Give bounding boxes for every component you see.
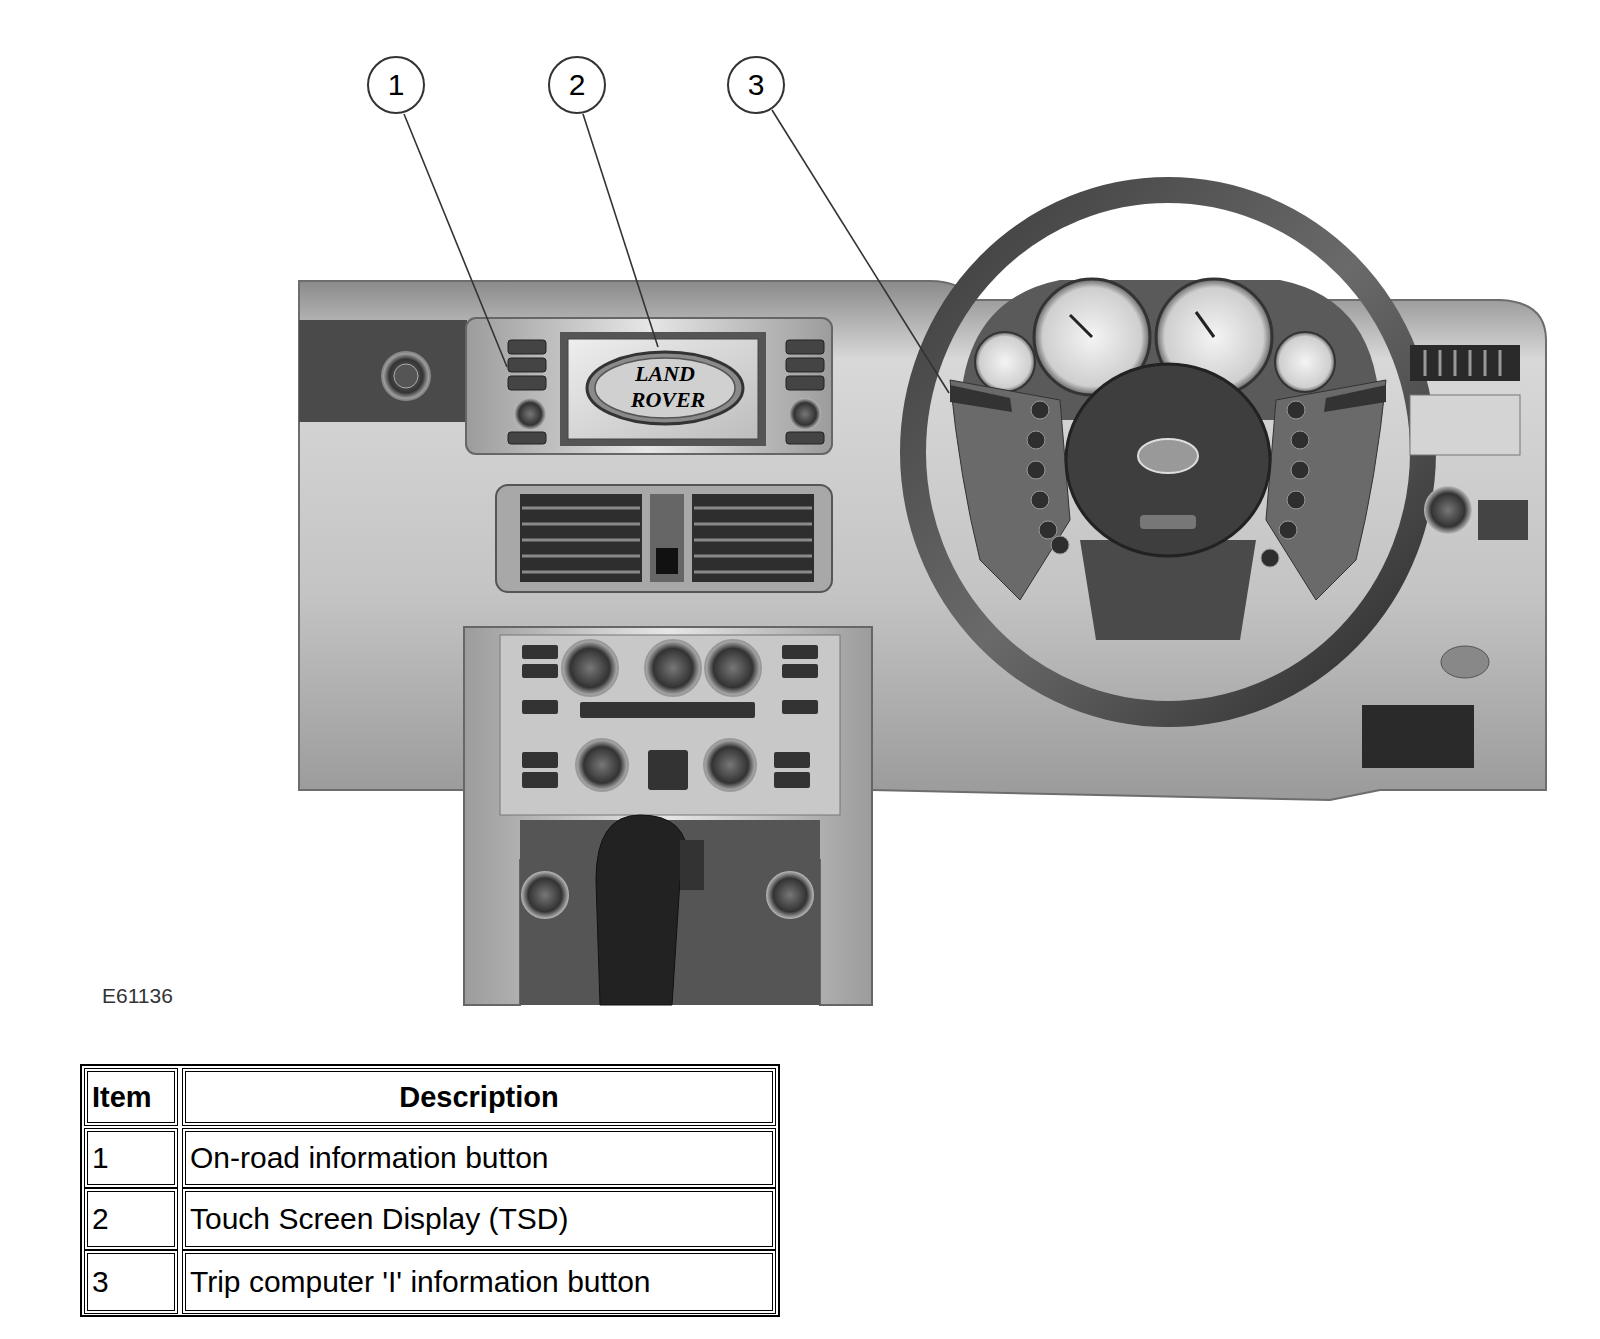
- table-cell: 2: [92, 1202, 109, 1236]
- table-cell-box: Description: [182, 1068, 776, 1126]
- table-cell-box: 2: [84, 1188, 178, 1250]
- table-header: Item: [92, 1081, 152, 1114]
- table-cell: 3: [92, 1265, 109, 1299]
- table-cell-box: On-road information button: [182, 1128, 776, 1188]
- table-cell: Touch Screen Display (TSD): [190, 1202, 568, 1236]
- table-cell-box: 1: [84, 1128, 178, 1188]
- callout-number: 1: [388, 68, 405, 102]
- table-cell-box: Item: [84, 1068, 178, 1126]
- figure-id: E61136: [102, 984, 173, 1008]
- table-cell-box: Trip computer 'I' information button: [182, 1250, 776, 1314]
- table-header: Description: [399, 1081, 559, 1114]
- callout-circle: 2: [548, 56, 606, 114]
- table-cell: On-road information button: [190, 1141, 549, 1175]
- callout-circle: 3: [727, 56, 785, 114]
- logo-text: LAND: [635, 361, 695, 387]
- table-cell-box: Touch Screen Display (TSD): [182, 1188, 776, 1250]
- logo-text: ROVER: [631, 387, 706, 413]
- callout-number: 3: [748, 68, 765, 102]
- table-cell: 1: [92, 1141, 109, 1175]
- callout-circle: 1: [367, 56, 425, 114]
- callout-number: 2: [569, 68, 586, 102]
- table-cell-box: 3: [84, 1250, 178, 1314]
- table-cell: Trip computer 'I' information button: [190, 1265, 651, 1299]
